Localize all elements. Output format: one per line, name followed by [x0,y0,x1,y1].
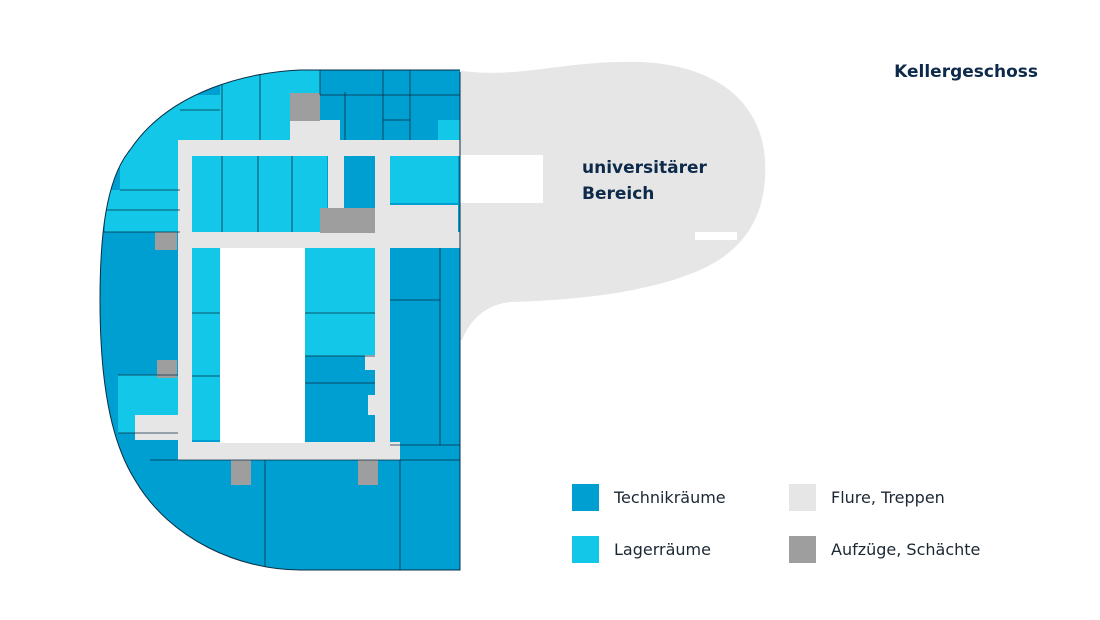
university-area-notch-small [695,232,737,240]
legend-label-lager: Lagerräume [614,540,711,559]
storage-room [120,100,180,190]
legend-item-schacht: Aufzüge, Schächte [789,536,980,563]
storage-room [192,155,327,233]
corridor [290,120,340,150]
university-area-label-line2: Bereich [582,184,655,204]
building-basement [100,70,460,570]
shaft [231,460,251,485]
shaft [290,93,320,121]
university-area-label: universitärer Bereich [582,155,707,207]
corridor [365,355,380,370]
university-area-notch [458,155,543,203]
corridor [178,140,192,460]
storage-room [192,248,220,440]
storage-room [180,95,220,145]
storage-room [438,120,460,145]
legend-swatch-flure [789,484,816,511]
courtyard [220,248,305,443]
legend-swatch-technik [572,484,599,511]
legend-swatch-schacht [789,536,816,563]
corridor [178,232,460,248]
corridor [390,205,458,233]
legend-label-schacht: Aufzüge, Schächte [831,540,981,559]
shafts [155,93,378,485]
corridor [135,415,185,440]
storage-room [390,155,458,203]
corridor [375,150,390,240]
building-outline [99,69,461,571]
corridors [135,120,460,460]
storage-room [105,190,180,232]
university-area-label-line1: universitärer [582,158,707,178]
university-area [455,61,766,341]
corridor [368,395,380,415]
corridor [375,240,390,450]
shaft [320,208,375,233]
legend-label-technik: Technikräume [614,488,726,507]
storage-room [305,248,375,356]
legend-label-flure: Flure, Treppen [831,488,945,507]
legend-item-lager: Lagerräume [572,536,711,563]
walls [100,70,460,570]
legend-item-technik: Technikräume [572,484,726,511]
map-legend: Technikräume Flure, Treppen Lagerräume A… [572,484,1012,574]
storage-rooms [105,70,460,440]
legend-item-flure: Flure, Treppen [789,484,945,511]
legend-swatch-lager [572,536,599,563]
shaft [157,360,177,378]
shaft [358,460,378,485]
floor-title: Kellergeschoss [894,62,1038,82]
shaft [155,232,177,250]
corridor [178,442,400,460]
